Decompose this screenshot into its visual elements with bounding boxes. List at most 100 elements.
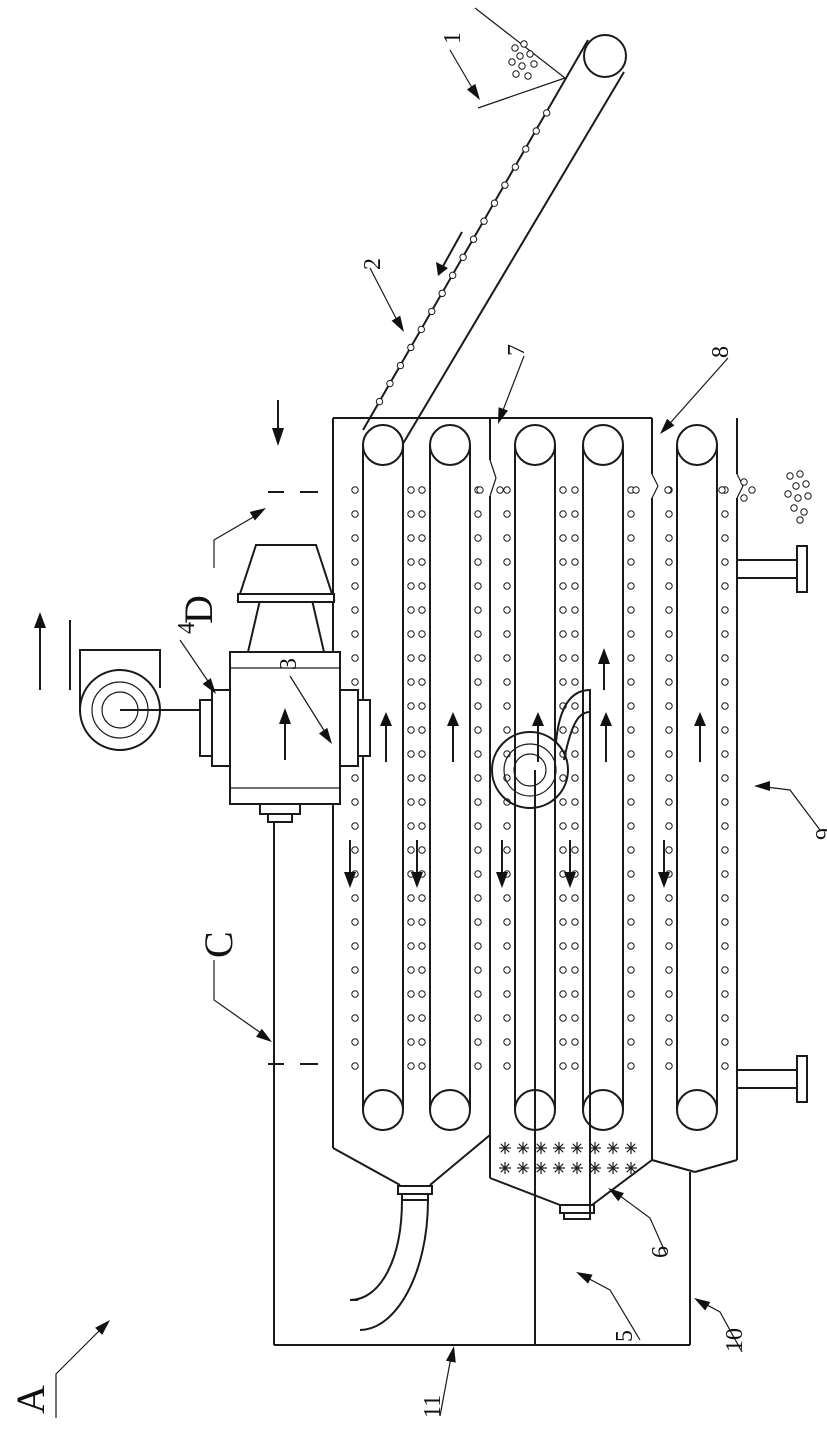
hopper-pellets	[509, 41, 537, 79]
pellet	[504, 559, 510, 565]
pellet	[722, 559, 728, 565]
pellet	[475, 511, 481, 517]
pellet	[666, 583, 672, 589]
pellet	[504, 823, 510, 829]
pellet	[722, 943, 728, 949]
pellet	[475, 631, 481, 637]
leader-4	[180, 640, 216, 694]
leader-8	[660, 358, 728, 434]
pellet	[628, 895, 634, 901]
pellet	[517, 53, 523, 59]
pellet	[523, 146, 529, 152]
pellet	[419, 655, 425, 661]
pellet	[477, 487, 483, 493]
pellet	[572, 799, 578, 805]
callout-leaders	[56, 50, 820, 1418]
pellet	[408, 895, 414, 901]
pellet	[628, 631, 634, 637]
belt-1	[344, 425, 414, 1130]
pellet	[408, 703, 414, 709]
heater-star	[625, 1162, 637, 1174]
pellet	[572, 679, 578, 685]
pellet	[572, 1039, 578, 1045]
pellet	[491, 200, 497, 206]
pellet	[801, 509, 807, 515]
pellet	[475, 895, 481, 901]
roller-top	[583, 425, 623, 465]
pellet	[560, 559, 566, 565]
pellet	[722, 583, 728, 589]
belt-3	[496, 425, 566, 1130]
pellet	[741, 479, 747, 485]
pellet	[666, 895, 672, 901]
pellet	[475, 799, 481, 805]
exhaust-fan	[80, 650, 200, 750]
pellet	[504, 631, 510, 637]
pellet	[418, 326, 424, 332]
pellet	[797, 471, 803, 477]
pellet	[419, 751, 425, 757]
pellet	[387, 380, 393, 386]
pellet	[560, 967, 566, 973]
pellet	[408, 631, 414, 637]
pellet	[475, 1063, 481, 1069]
pellet	[666, 751, 672, 757]
pellet	[352, 583, 358, 589]
roller-bottom	[677, 1090, 717, 1130]
leader-9	[754, 781, 820, 830]
pellet	[475, 607, 481, 613]
heater-star	[517, 1142, 529, 1154]
pellet	[419, 919, 425, 925]
pellet	[352, 967, 358, 973]
heater-star	[517, 1162, 529, 1174]
label-9: 9	[812, 828, 827, 840]
pellet	[560, 607, 566, 613]
pellet	[572, 583, 578, 589]
pellet	[504, 1063, 510, 1069]
pellet	[352, 991, 358, 997]
pellet	[666, 847, 672, 853]
pellet	[572, 775, 578, 781]
roller-top	[363, 425, 403, 465]
pellet	[722, 847, 728, 853]
pellet	[793, 483, 799, 489]
pellet	[408, 679, 414, 685]
pellet	[419, 607, 425, 613]
pellet	[504, 847, 510, 853]
heater-star	[571, 1162, 583, 1174]
pellet	[572, 655, 578, 661]
pellet	[560, 511, 566, 517]
pellet	[419, 1039, 425, 1045]
pellet	[352, 919, 358, 925]
arrow-up	[694, 712, 706, 762]
pellet	[419, 631, 425, 637]
pellet	[504, 1039, 510, 1045]
pellet	[352, 607, 358, 613]
pellet	[376, 398, 382, 404]
pellet	[722, 607, 728, 613]
pellet	[628, 1015, 634, 1021]
roller-bottom	[363, 1090, 403, 1130]
pellet	[408, 583, 414, 589]
pellet	[504, 655, 510, 661]
roller-bottom	[430, 1090, 470, 1130]
pellet	[795, 495, 801, 501]
circulation-fan	[492, 690, 590, 1214]
pellet	[572, 823, 578, 829]
pellet	[722, 535, 728, 541]
pellet	[665, 487, 671, 493]
pellet	[560, 991, 566, 997]
heater-star	[571, 1142, 583, 1154]
pellet	[560, 487, 566, 493]
pellet	[633, 487, 639, 493]
pellet	[722, 631, 728, 637]
label-10: 10	[722, 1328, 748, 1352]
pellet	[560, 1015, 566, 1021]
pellet	[628, 919, 634, 925]
pellet	[722, 799, 728, 805]
pellet	[408, 943, 414, 949]
pellet	[352, 631, 358, 637]
pellet	[628, 727, 634, 733]
pellet	[504, 967, 510, 973]
pellet	[475, 535, 481, 541]
